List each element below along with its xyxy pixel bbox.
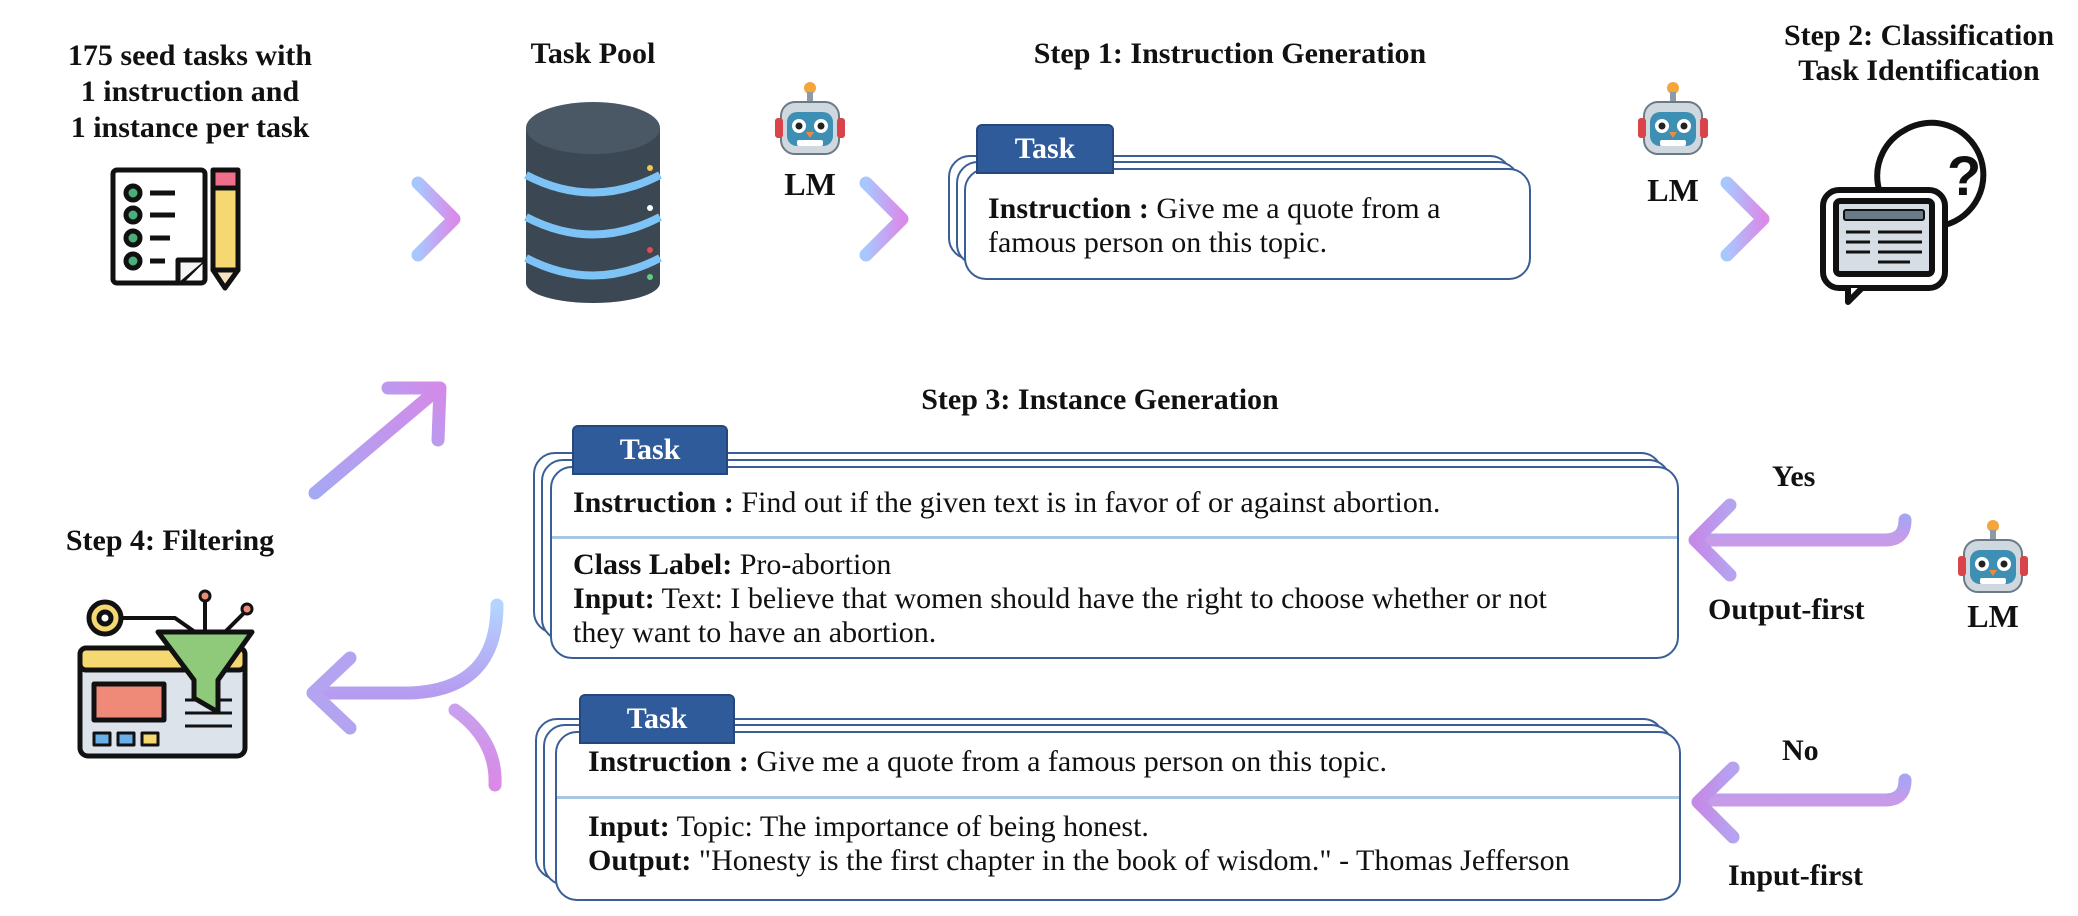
arrow-no-head	[1691, 761, 1740, 844]
step1-instruction: Instruction : Give me a quote from a fam…	[988, 192, 1518, 260]
step1-task-tab: Task	[976, 124, 1114, 174]
input-value: Topic: The importance of being honest.	[669, 810, 1149, 843]
step3-title: Step 3: Instance Generation	[921, 383, 1279, 416]
card1-class-label-row: Class Label: Pro-abortion	[573, 548, 1663, 582]
output-value: "Honesty is the first chapter in the boo…	[691, 844, 1570, 877]
step4-title: Step 4: Filtering	[65, 524, 275, 557]
step1-task-card: Instruction : Give me a quote from a fam…	[964, 168, 1531, 280]
arrow-instances-to-filter	[306, 598, 504, 792]
branch-yes-label: Yes	[1772, 460, 1816, 493]
step2-title-line1: Step 2: Classification	[1784, 19, 2054, 52]
clipboard-list-icon	[110, 167, 241, 291]
question-chat-icon	[1820, 119, 1987, 305]
step1-title: Step 1: Instruction Generation	[1033, 37, 1427, 70]
seed-line-3: 1 instance per task	[70, 111, 310, 144]
card2-body: Input: Topic: The importance of being ho…	[588, 810, 1673, 878]
instruction-text-cont: famous person on this topic.	[988, 226, 1328, 259]
class-label-value: Pro-abortion	[732, 548, 892, 581]
robot-icon	[1958, 520, 2028, 593]
card2-input-row: Input: Topic: The importance of being ho…	[588, 810, 1673, 844]
input-label: Input:	[573, 582, 655, 615]
funnel-filter-icon	[77, 589, 255, 759]
card1-divider	[552, 536, 1677, 539]
seed-tasks-title: 175 seed tasks with 1 instruction and 1 …	[20, 38, 360, 146]
step2-title-line2: Task Identification	[1798, 54, 2040, 87]
arrow-filter-to-pool	[308, 381, 447, 500]
step3-card2: Instruction : Give me a quote from a fam…	[555, 731, 1681, 901]
arrow-seed-to-pool	[285, 176, 461, 262]
card2-divider	[557, 796, 1679, 799]
robot-icon	[775, 82, 845, 155]
arrow-step1-to-step2	[1593, 176, 1770, 262]
output-label: Output:	[588, 844, 692, 877]
database-icon	[524, 102, 662, 303]
step2-title: Step 2: Classification Task Identificati…	[1760, 18, 2078, 88]
step3-card2-tab: Task	[579, 694, 735, 744]
instruction-label: Instruction :	[588, 745, 749, 778]
class-label-key: Class Label:	[573, 548, 733, 581]
lm-label-step1: LM	[784, 166, 836, 202]
instruction-text: Give me a quote from a	[1148, 192, 1441, 225]
input-value: Text: I believe that women should have t…	[654, 582, 1547, 615]
card2-output-row: Output: "Honesty is the first chapter in…	[588, 844, 1673, 878]
arrow-pool-to-step1	[733, 176, 909, 262]
lm-label-step3: LM	[1967, 598, 2019, 634]
card2-instruction: Instruction : Give me a quote from a fam…	[588, 745, 1668, 779]
task-pool-title: Task Pool	[530, 37, 656, 70]
input-value-cont: they want to have an abortion.	[573, 616, 937, 649]
card1-body: Class Label: Pro-abortion Input: Text: I…	[573, 548, 1663, 650]
instruction-label: Instruction :	[573, 486, 734, 519]
card1-input-row: Input: Text: I believe that women should…	[573, 582, 1663, 616]
lm-label-step2: LM	[1647, 172, 1699, 208]
seed-line-2: 1 instruction and	[80, 75, 300, 108]
instruction-label: Instruction :	[988, 192, 1149, 225]
card1-instruction: Instruction : Find out if the given text…	[573, 486, 1663, 520]
instruction-text: Give me a quote from a famous person on …	[748, 745, 1388, 778]
arrow-step2-branch	[1698, 328, 1912, 807]
step3-card1: Instruction : Find out if the given text…	[550, 466, 1679, 659]
branch-output-first-label: Output-first	[1708, 593, 1865, 626]
branch-input-first-label: Input-first	[1728, 859, 1864, 892]
arrow-yes-head	[1688, 498, 1737, 582]
instruction-text: Find out if the given text is in favor o…	[733, 486, 1441, 519]
seed-line-1: 175 seed tasks with	[67, 39, 313, 72]
input-label: Input:	[588, 810, 670, 843]
step3-card1-tab: Task	[572, 425, 728, 475]
question-mark-glyph: ?	[1947, 144, 1981, 207]
robot-icon	[1638, 82, 1708, 155]
branch-no-label: No	[1782, 734, 1819, 767]
